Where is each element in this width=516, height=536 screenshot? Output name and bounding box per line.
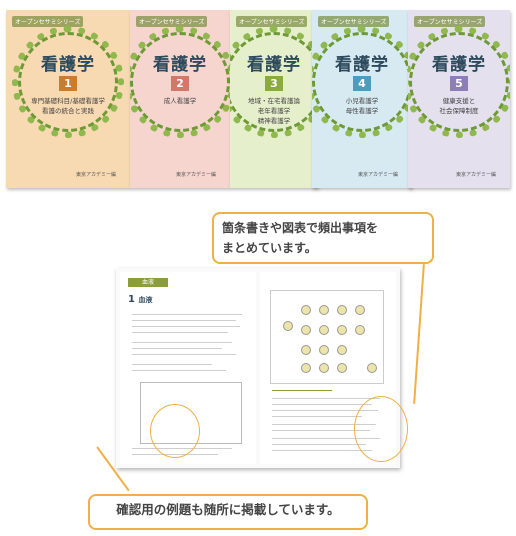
book-cover-1: オープンセサミシリーズ 看護学 1 専門基礎科目/基礎看護学 看護の統合と実践 … bbox=[6, 10, 130, 188]
cell-icon bbox=[301, 305, 311, 315]
text-line bbox=[132, 314, 242, 316]
text-line bbox=[272, 398, 380, 400]
volume-number: 3 bbox=[265, 76, 283, 91]
highlight-ring-left bbox=[150, 404, 200, 458]
text-line bbox=[132, 348, 222, 350]
cell-icon bbox=[319, 363, 329, 373]
volume-number: 2 bbox=[171, 76, 189, 91]
leaf-wreath-inner bbox=[409, 32, 509, 132]
text-line bbox=[272, 404, 372, 406]
text-line bbox=[132, 364, 212, 366]
cell-icon bbox=[337, 363, 347, 373]
leaf-wreath-inner bbox=[18, 32, 118, 132]
text-line bbox=[272, 424, 376, 426]
cell-icon bbox=[301, 363, 311, 373]
callout-examples-text: 確認用の例題も随所に掲載しています。 bbox=[116, 502, 340, 517]
series-label: オープンセサミシリーズ bbox=[12, 16, 84, 27]
cell-icon bbox=[337, 305, 347, 315]
callout-summary-text: 箇条書きや図表で頻出事項を まとめています。 bbox=[222, 221, 379, 255]
text-line bbox=[272, 444, 366, 446]
subsection-rule bbox=[272, 390, 332, 392]
series-label: オープンセサミシリーズ bbox=[318, 16, 390, 27]
volume-number: 5 bbox=[450, 76, 468, 91]
book-title: 看護学 bbox=[335, 55, 389, 75]
cell-icon bbox=[367, 363, 377, 373]
section-title: 血液 bbox=[138, 296, 153, 304]
section-number-value: 1 bbox=[128, 294, 135, 305]
cell-icon bbox=[301, 345, 311, 355]
leaf-wreath-inner bbox=[230, 32, 318, 132]
book-subtitle: 小児看護学 母性看護学 bbox=[345, 97, 379, 115]
book-title: 看護学 bbox=[153, 55, 207, 75]
blood-cell-diagram bbox=[270, 290, 384, 384]
text-line bbox=[272, 438, 380, 440]
publisher: 東京アカデミー編 bbox=[175, 172, 216, 178]
text-line bbox=[272, 450, 372, 452]
text-line bbox=[132, 354, 236, 356]
book-title: 看護学 bbox=[432, 55, 486, 75]
series-label: オープンセサミシリーズ bbox=[136, 16, 208, 27]
text-line bbox=[272, 430, 370, 432]
callout-summary: 箇条書きや図表で頻出事項を まとめています。 bbox=[212, 212, 434, 264]
cell-icon bbox=[319, 345, 329, 355]
text-line bbox=[132, 332, 228, 334]
publisher: 東京アカデミー編 bbox=[357, 172, 398, 178]
leaf-wreath bbox=[12, 26, 124, 138]
volume-number: 4 bbox=[353, 76, 371, 91]
section-number: 1 血液 bbox=[128, 294, 152, 305]
book-cover-5: オープンセサミシリーズ 看護学 5 健康支援と 社会保障制度 東京アカデミー編 bbox=[408, 10, 510, 188]
text-line bbox=[272, 410, 378, 412]
cell-icon bbox=[355, 305, 365, 315]
text-line bbox=[132, 370, 226, 372]
book-title: 看護学 bbox=[247, 55, 301, 75]
callout-examples: 確認用の例題も随所に掲載しています。 bbox=[88, 494, 368, 530]
book-subtitle: 成人看護学 bbox=[163, 97, 197, 105]
cell-icon bbox=[355, 325, 365, 335]
leaf-wreath bbox=[230, 26, 318, 138]
volume-number: 1 bbox=[59, 76, 77, 91]
book-subtitle: 専門基礎科目/基礎看護学 看護の統合と実践 bbox=[31, 97, 105, 115]
book-cover-2: オープンセサミシリーズ 看護学 2 成人看護学 東京アカデミー編 bbox=[130, 10, 230, 188]
publisher: 東京アカデミー編 bbox=[75, 172, 116, 178]
book-subtitle: 健康支援と 社会保障制度 bbox=[439, 97, 479, 115]
chapter-header: 血液 bbox=[128, 278, 168, 287]
book-subtitle: 地域・在宅看護論 老年看護学 精神看護学 bbox=[248, 97, 300, 125]
book-covers-row: オープンセサミシリーズ 看護学 1 専門基礎科目/基礎看護学 看護の統合と実践 … bbox=[0, 0, 516, 200]
cell-icon bbox=[301, 325, 311, 335]
cell-icon bbox=[319, 325, 329, 335]
cell-icon bbox=[283, 321, 293, 331]
book-cover-3: オープンセサミシリーズ 看護学 3 地域・在宅看護論 老年看護学 精神看護学 bbox=[230, 10, 318, 188]
series-label: オープンセサミシリーズ bbox=[414, 16, 486, 27]
book-title: 看護学 bbox=[41, 55, 95, 75]
cell-icon bbox=[337, 345, 347, 355]
text-line bbox=[132, 320, 236, 322]
series-label: オープンセサミシリーズ bbox=[236, 16, 308, 27]
cell-icon bbox=[337, 325, 347, 335]
callout-leader-top bbox=[413, 264, 425, 404]
text-line bbox=[272, 416, 362, 418]
book-cover-4: オープンセサミシリーズ 看護学 4 小児看護学 母性看護学 東京アカデミー編 bbox=[312, 10, 412, 188]
publisher: 東京アカデミー編 bbox=[455, 172, 496, 178]
text-line bbox=[132, 326, 240, 328]
cell-icon bbox=[319, 305, 329, 315]
highlight-ring-right bbox=[354, 396, 408, 462]
text-line bbox=[132, 342, 232, 344]
leaf-wreath-inner bbox=[130, 32, 230, 132]
